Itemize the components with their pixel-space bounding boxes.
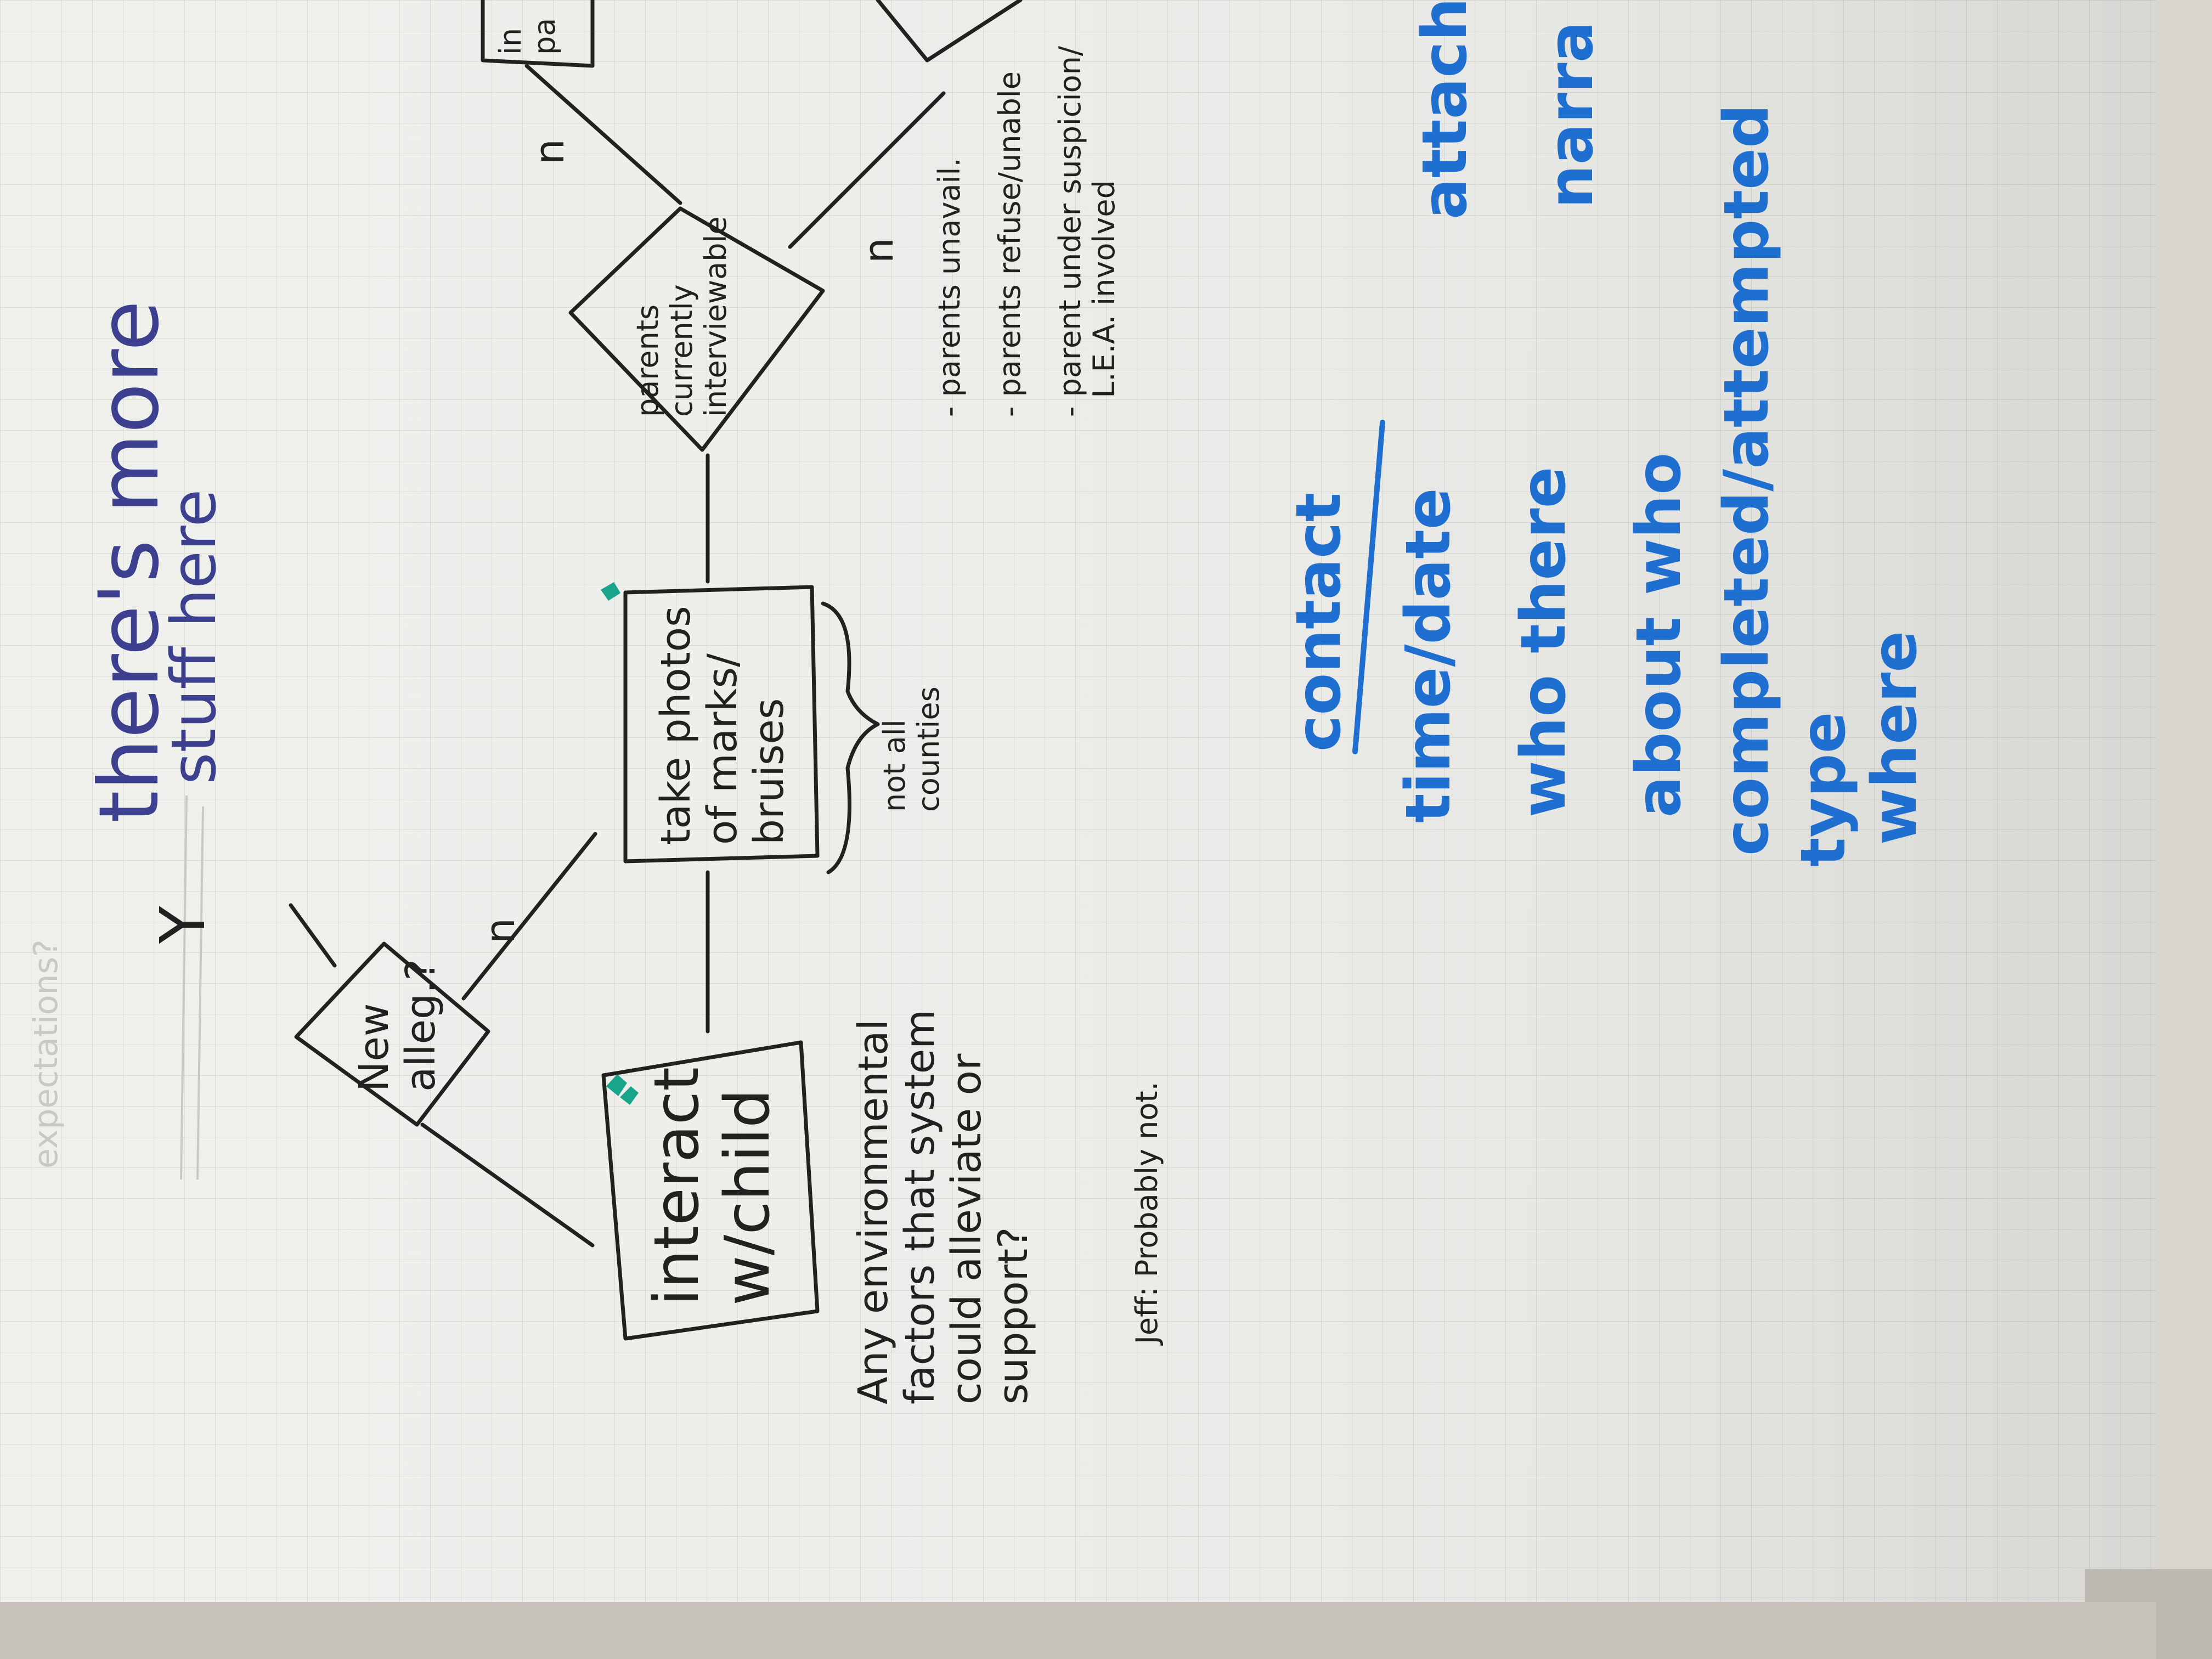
top-box-fragment — [481, 0, 595, 68]
top-box-fragment-text: in pa — [493, 18, 562, 55]
board-frame-bottom — [0, 1602, 2156, 1659]
take-photos-label: take photos of marks/ bruises — [652, 606, 793, 845]
contact-item-where: where — [1859, 630, 1931, 845]
contact-underline — [1352, 420, 1385, 754]
new-allegation-diamond — [294, 941, 490, 1127]
reason-suspicion: - parent under suspicion/ L.E.A. involve… — [1053, 46, 1122, 417]
teal-marks — [601, 582, 639, 1105]
flowchart-shapes — [289, 0, 1385, 1341]
branch-no-1: n — [477, 918, 524, 944]
parents-diamond — [568, 206, 825, 452]
photos-box — [623, 585, 820, 864]
top-diamond-fragment — [876, 0, 1023, 63]
reason-refuse: - parents refuse/unable — [992, 71, 1027, 417]
contact-heading: contact — [1283, 492, 1355, 752]
yes-mark: Y — [148, 906, 219, 944]
note-stuff-here: stuff here — [159, 489, 230, 785]
photos-brace — [821, 601, 880, 874]
contact-item-time-date: time/date — [1393, 488, 1464, 823]
attach-fragment: attach — [1409, 0, 1481, 219]
environmental-question: Any environmental factors that system co… — [850, 1009, 1037, 1404]
jeff-answer: Jeff: Probably not. — [1130, 1081, 1164, 1344]
faded-edge-marks — [180, 795, 204, 1180]
board-frame-right — [2156, 0, 2212, 1659]
contact-item-completed: completed/attempted — [1711, 104, 1782, 856]
contact-item-about-who: about who — [1623, 452, 1695, 817]
parents-interviewable-label: parents currently interviewable — [630, 216, 733, 417]
contact-item-who-there: who there — [1508, 466, 1579, 817]
new-allegation-label: New alleg.? — [351, 959, 445, 1092]
contact-item-type: type — [1788, 712, 1859, 867]
not-all-counties: not all counties — [877, 686, 946, 812]
interact-child-label: interact w/child — [641, 1066, 783, 1306]
narra-fragment: narra — [1536, 21, 1607, 208]
branch-no-3: n — [855, 238, 902, 263]
reason-unavailable: - parents unavail. — [932, 157, 967, 417]
faded-expectations: expectations? — [27, 939, 65, 1169]
branch-no-2: n — [526, 139, 573, 165]
interact-box — [601, 1040, 820, 1341]
